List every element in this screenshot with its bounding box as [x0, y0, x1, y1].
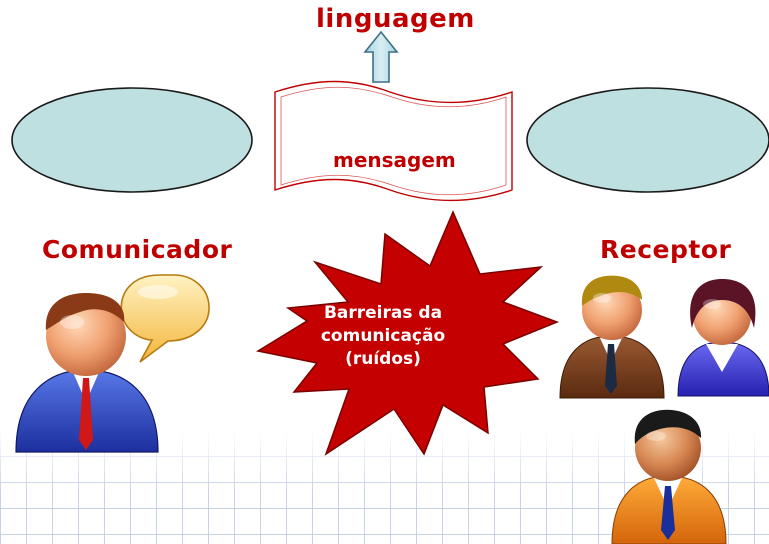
barriers-label-line-2: comunicação — [320, 326, 446, 346]
barriers-label-line-3: (ruídos) — [345, 349, 421, 369]
speech-bubble-icon — [120, 274, 210, 363]
sender-person-icon — [15, 293, 159, 453]
up-arrow-icon — [363, 30, 399, 83]
barriers-label-line-1: Barreiras da — [323, 303, 443, 323]
message-banner — [274, 80, 513, 202]
receiver-person-purple-icon — [677, 278, 769, 397]
language-label: linguagem — [316, 4, 475, 34]
sender-label: Comunicador — [42, 235, 233, 264]
barriers-starburst — [255, 210, 560, 456]
receiver-person-orange-icon — [611, 409, 727, 544]
receiver-ellipse — [526, 87, 769, 193]
sender-ellipse — [11, 87, 253, 193]
receiver-label: Receptor — [600, 235, 732, 264]
message-label: mensagem — [333, 148, 456, 172]
barriers-label: Barreiras da comunicação (ruídos) — [283, 302, 483, 371]
receiver-person-brown-icon — [559, 275, 665, 399]
